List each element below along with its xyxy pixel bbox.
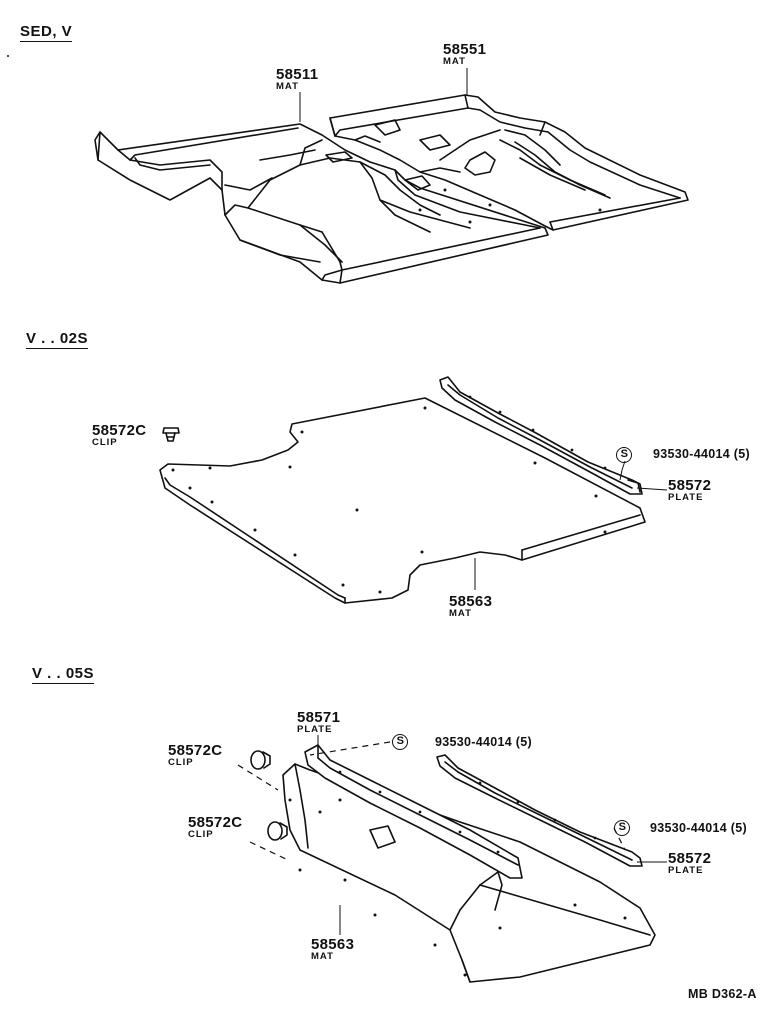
section-heading-sed-v: SED, V	[20, 23, 73, 42]
s-symbol-circle-05s-a	[392, 734, 408, 750]
plate-58572-02s-drawing	[439, 376, 643, 495]
s-symbol-05s-b: S	[618, 821, 627, 833]
part-number-93530-05s-b: 93530-44014 (5)	[650, 821, 747, 835]
speck	[7, 55, 9, 57]
s-symbol-circle-02s	[616, 447, 632, 463]
clip-lower-dashed-leader	[249, 841, 289, 861]
leader-58572-02s	[636, 487, 668, 491]
part-name-58572c-02s: CLIP	[92, 437, 118, 448]
front-floor-mat-drawing	[94, 123, 549, 284]
plate-58571-drawing	[304, 744, 523, 879]
part-number-58511: 58511	[276, 66, 319, 83]
cargo-mat-02s-drawing	[159, 397, 646, 604]
s-symbol-05s-a: S	[396, 735, 405, 747]
clip-upper-dashed-leader	[237, 764, 279, 791]
part-name-58571: PLATE	[297, 724, 333, 735]
part-number-58572c-05s-upper: 58572C	[168, 742, 223, 759]
part-name-58551: MAT	[443, 56, 466, 67]
section-heading-v-05s: V . . 05S	[32, 665, 95, 684]
part-name-58563-02s: MAT	[449, 608, 472, 619]
part-number-58551: 58551	[443, 41, 487, 58]
part-name-58572c-05s-lower: CLIP	[188, 829, 214, 840]
part-number-93530-02s: 93530-44014 (5)	[653, 447, 750, 461]
part-name-58511: MAT	[276, 81, 299, 92]
part-number-58563-02s: 58563	[449, 593, 493, 610]
clip-58572c-upper-05s-drawing	[250, 750, 271, 770]
s-symbol-02s: S	[620, 448, 629, 460]
part-number-58571: 58571	[297, 709, 341, 726]
part-number-58572-05s: 58572	[668, 850, 712, 867]
part-number-58572-02s: 58572	[668, 477, 712, 494]
drawing-code: MB D362-A	[688, 987, 757, 1001]
part-number-58572c-02s: 58572C	[92, 422, 147, 439]
part-name-58563-05s: MAT	[311, 951, 334, 962]
rear-floor-mat-drawing	[329, 94, 689, 231]
s-symbol-circle-05s-b	[614, 820, 630, 836]
part-name-58572-02s: PLATE	[668, 492, 704, 503]
part-name-58572-05s: PLATE	[668, 865, 704, 876]
bolt-58571-dashed-leader	[309, 741, 391, 756]
section-heading-v-02s: V . . 02S	[26, 330, 89, 349]
part-number-58563-05s: 58563	[311, 936, 355, 953]
part-number-93530-05s-a: 93530-44014 (5)	[435, 735, 532, 749]
leader-93530-02s	[619, 460, 626, 481]
clip-58572c-lower-05s-drawing	[267, 821, 288, 841]
part-number-58572c-05s-lower: 58572C	[188, 814, 243, 831]
part-name-58572c-05s-upper: CLIP	[168, 757, 194, 768]
clip-58572c-02s-drawing	[162, 427, 180, 442]
